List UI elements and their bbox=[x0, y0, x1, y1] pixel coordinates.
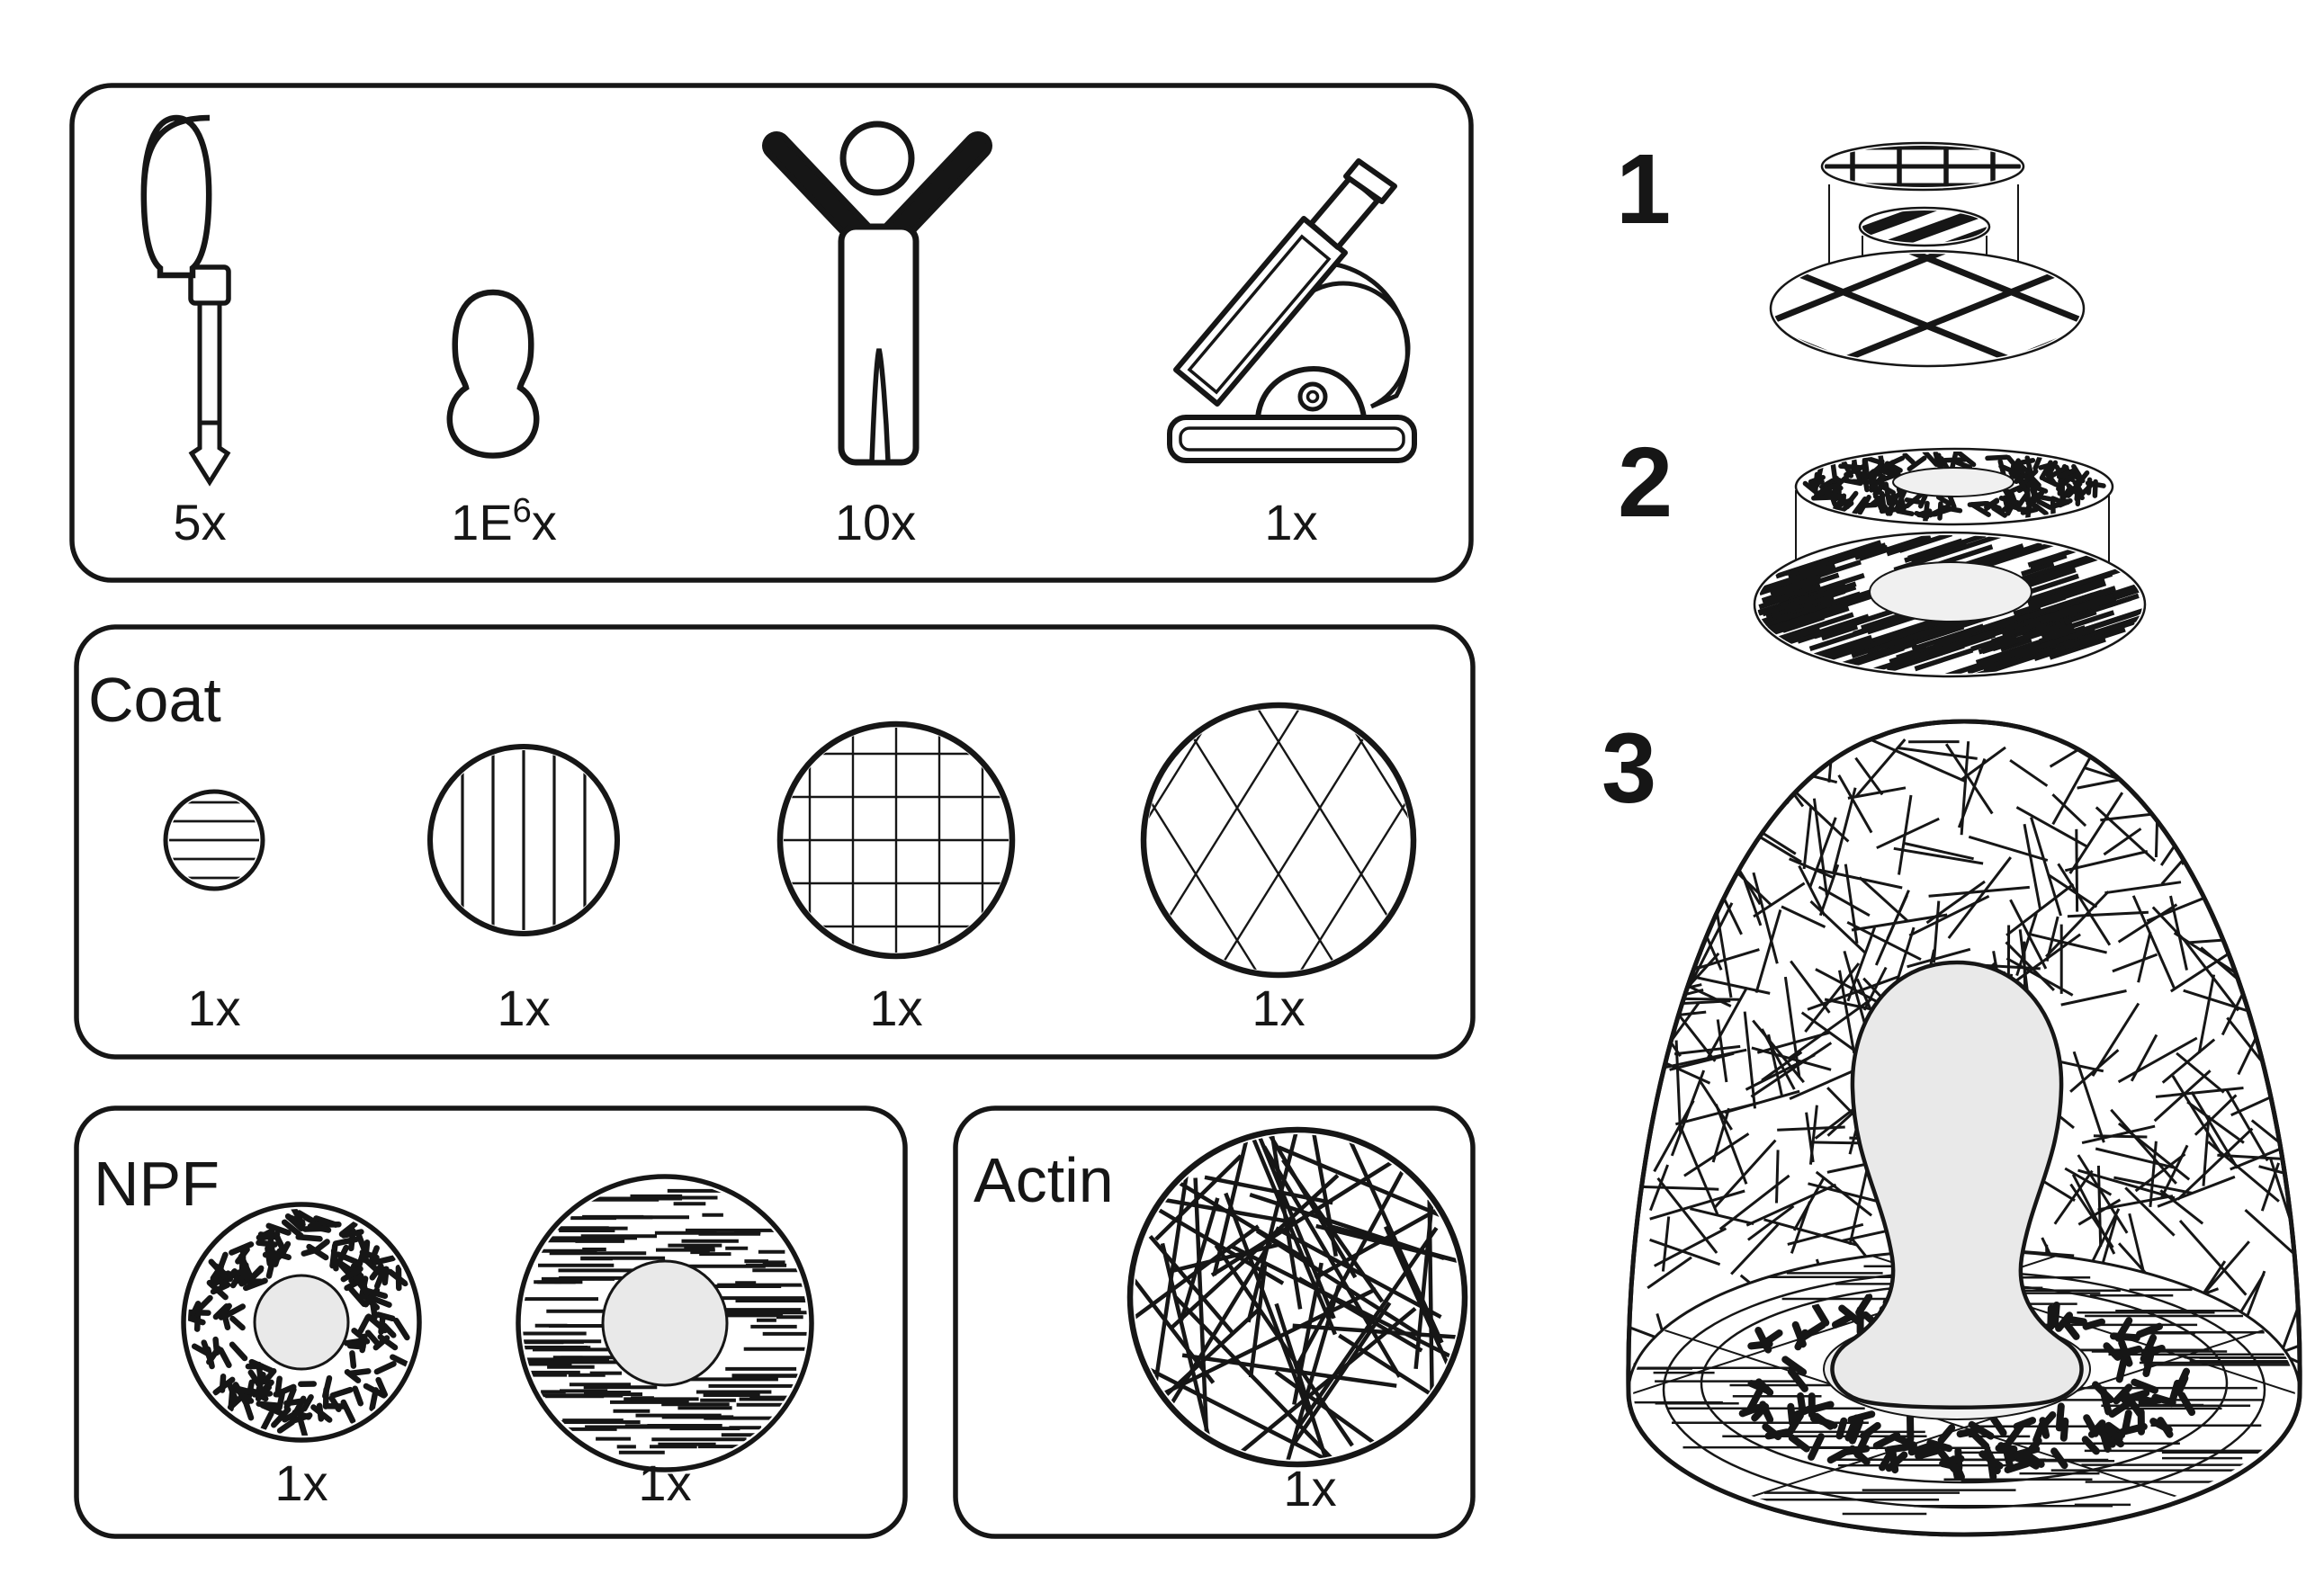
parts-panel: 5x 1E6x 10x 1x bbox=[69, 83, 1474, 583]
npf-panel: NPF 1x 1x bbox=[74, 1105, 908, 1539]
npf-ring-2-hole bbox=[601, 1259, 729, 1387]
coat-count-2: 1x bbox=[497, 980, 550, 1036]
coat-count-3: 1x bbox=[869, 980, 922, 1036]
npf-count-1: 1x bbox=[274, 1454, 328, 1511]
actin-panel-title: Actin bbox=[974, 1145, 1114, 1215]
actin-count: 1x bbox=[1283, 1460, 1336, 1517]
step1-lattice-disk bbox=[1769, 249, 2086, 368]
coat-panel: Coat 1x 1x 1x 1x bbox=[74, 624, 1476, 1060]
step3-vesicle-blob bbox=[1830, 960, 2084, 1410]
npf-ring-1-speckles bbox=[188, 1209, 413, 1436]
person-count: 10x bbox=[835, 494, 916, 550]
monomer-icon bbox=[446, 289, 540, 459]
step-1: 1 bbox=[1616, 134, 2086, 368]
person-icon bbox=[762, 121, 992, 466]
coat-disc-4-pattern bbox=[1147, 709, 1410, 971]
step-1-number: 1 bbox=[1616, 134, 1671, 245]
step-3-number: 3 bbox=[1602, 713, 1656, 824]
step3-dome-outline-overlay bbox=[1626, 719, 2302, 1537]
microscope-icon bbox=[1167, 158, 1417, 463]
screwdriver-icon bbox=[140, 114, 231, 487]
step-3: 3 bbox=[1602, 713, 2302, 1537]
coat-count-4: 1x bbox=[1252, 980, 1305, 1036]
npf-ring-1-hole bbox=[253, 1274, 350, 1371]
coat-panel-title: Coat bbox=[88, 665, 221, 735]
step-2: 2 bbox=[1618, 427, 2147, 678]
step2-upper-disk-hole bbox=[1892, 467, 2014, 497]
parts-panel-frame bbox=[69, 83, 1474, 583]
coat-panel-frame bbox=[74, 624, 1476, 1060]
coat-disc-2-pattern bbox=[461, 750, 587, 930]
monomer-count: 1E6x bbox=[451, 492, 557, 550]
coat-disc-4 bbox=[1140, 702, 1417, 979]
actin-filament-lines bbox=[1135, 1134, 1460, 1460]
step-2-number: 2 bbox=[1618, 427, 1673, 538]
actin-panel: Actin 1x bbox=[953, 1105, 1476, 1539]
microscope-count: 1x bbox=[1264, 494, 1317, 550]
screwdriver-count: 5x bbox=[173, 494, 226, 550]
step2-upper-disk-speckles bbox=[1802, 452, 2106, 522]
coat-count-1: 1x bbox=[187, 980, 240, 1036]
npf-count-2: 1x bbox=[638, 1454, 691, 1511]
step2-lower-disk-hole bbox=[1869, 561, 2032, 622]
npf-panel-title: NPF bbox=[94, 1149, 220, 1219]
